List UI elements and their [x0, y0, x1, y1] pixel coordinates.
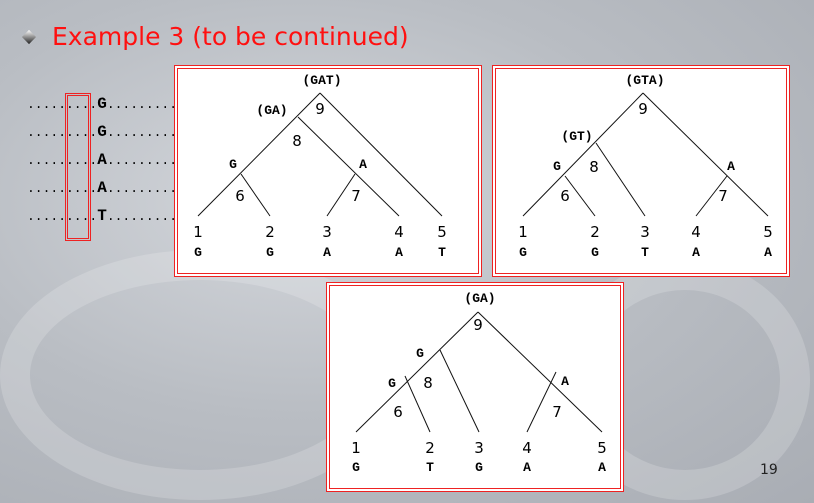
leaf-number: 1 [351, 439, 361, 457]
leaf-number: 4 [394, 223, 404, 241]
dots: ......... [106, 97, 178, 112]
tree-edge [439, 349, 480, 433]
dots: ......... [27, 181, 98, 196]
leaf-number: 3 [322, 223, 332, 241]
dots: ......... [27, 97, 98, 112]
node-label: 7 [552, 403, 562, 421]
tree-edge [477, 311, 603, 433]
tree-edge [404, 375, 431, 433]
leaf-base: A [323, 245, 331, 260]
base: A [97, 179, 107, 197]
base: T [97, 207, 107, 225]
tree-box-2 [492, 65, 790, 277]
tree-edge [522, 92, 644, 217]
tree-edge [695, 175, 728, 217]
slide-title: Example 3 (to be continued) [52, 22, 409, 51]
node-label: 8 [589, 158, 599, 176]
leaf-number: 3 [474, 439, 484, 457]
node-label: (GA) [464, 291, 495, 306]
node-label: G [416, 346, 424, 361]
sequence-row: .........G......... [27, 95, 177, 113]
tree-edge [326, 173, 356, 217]
dots: ......... [106, 181, 178, 196]
leaf-base: A [598, 460, 606, 475]
leaf-base: G [352, 460, 360, 475]
dots: ......... [106, 153, 178, 168]
node-label: G [229, 157, 237, 172]
leaf-base: T [438, 245, 446, 260]
leaf-number: 2 [265, 223, 275, 241]
leaf-base: G [519, 245, 527, 260]
leaf-number: 5 [597, 439, 607, 457]
leaf-number: 1 [518, 223, 528, 241]
leaf-base: G [266, 245, 274, 260]
leaf-number: 1 [193, 223, 203, 241]
node-label: 6 [393, 403, 403, 421]
leaf-base: A [395, 245, 403, 260]
dots: ......... [27, 125, 98, 140]
leaf-base: G [591, 245, 599, 260]
tree-box-3 [326, 282, 624, 492]
dots: ......... [106, 125, 178, 140]
node-label: 6 [560, 187, 570, 205]
tree-edge [240, 173, 271, 217]
node-label: G [553, 159, 561, 174]
node-label: 7 [351, 187, 361, 205]
base: G [97, 95, 107, 113]
node-label: 6 [235, 187, 245, 205]
node-label: (GA) [256, 103, 287, 118]
node-label: 9 [638, 100, 648, 118]
base: A [97, 151, 107, 169]
leaf-number: 3 [640, 223, 650, 241]
sequence-row: .........T......... [27, 207, 177, 225]
column-highlight-box [65, 93, 91, 241]
tree-edge [319, 92, 443, 217]
tree-box-1 [174, 65, 482, 277]
leaf-base: A [523, 460, 531, 475]
leaf-number: 5 [763, 223, 773, 241]
node-label: 9 [473, 316, 483, 334]
leaf-number: 5 [437, 223, 447, 241]
tree-edge [564, 175, 596, 217]
base: G [97, 123, 107, 141]
node-label: 8 [423, 374, 433, 392]
leaf-number: 2 [425, 439, 435, 457]
dots: ......... [27, 153, 98, 168]
node-label: (GTA) [625, 73, 664, 88]
node-label: 9 [315, 100, 325, 118]
node-label: A [727, 159, 735, 174]
sequence-row: .........G......... [27, 123, 177, 141]
tree-edge [595, 142, 646, 217]
leaf-number: 2 [590, 223, 600, 241]
node-label: (GT) [561, 129, 592, 144]
leaf-base: A [692, 245, 700, 260]
dots: ......... [106, 209, 178, 224]
leaf-base: T [641, 245, 649, 260]
tree-edge [526, 371, 557, 433]
sequence-row: .........A......... [27, 151, 177, 169]
leaf-number: 4 [522, 439, 532, 457]
tree-edge [355, 311, 479, 433]
leaf-base: T [426, 460, 434, 475]
node-label: A [561, 374, 569, 389]
sequence-row: .........A......... [27, 179, 177, 197]
tree-edge [297, 116, 400, 217]
dots: ......... [27, 209, 98, 224]
page-number: 19 [760, 462, 778, 478]
leaf-number: 4 [691, 223, 701, 241]
tree-edge [642, 92, 769, 217]
leaf-base: G [194, 245, 202, 260]
node-label: 7 [718, 187, 728, 205]
node-label: 8 [292, 132, 302, 150]
leaf-base: G [475, 460, 483, 475]
tree-edge [197, 92, 321, 217]
node-label: A [359, 157, 367, 172]
leaf-base: A [764, 245, 772, 260]
node-label: (GAT) [302, 73, 341, 88]
node-label: G [388, 376, 396, 391]
